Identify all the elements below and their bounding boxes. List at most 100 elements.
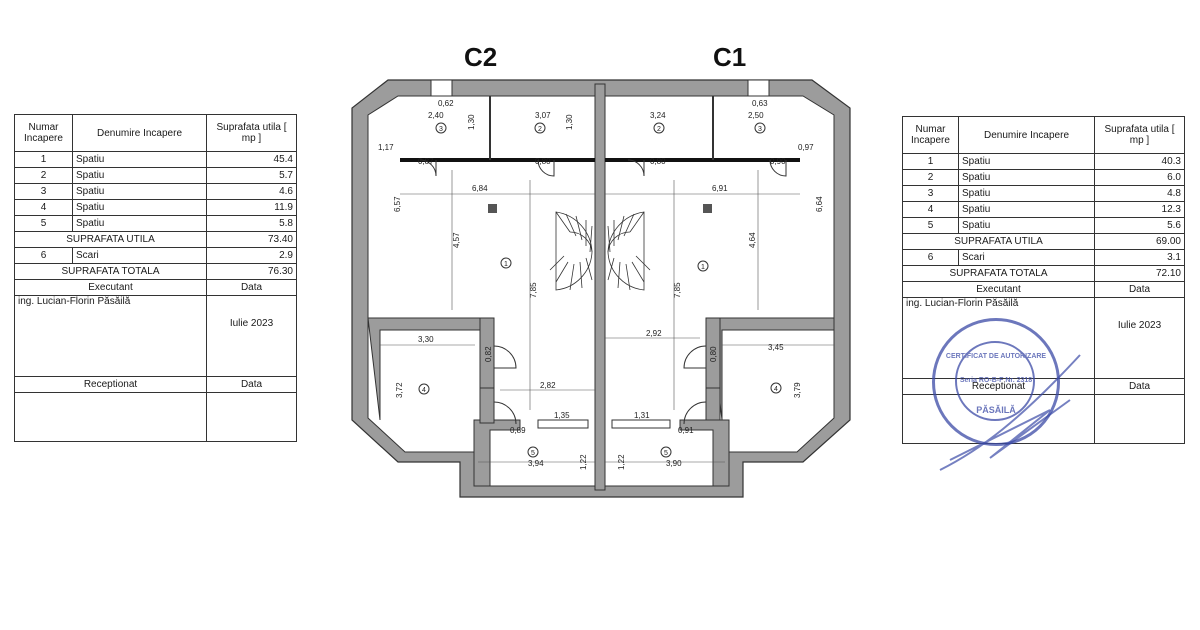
dim-label: 0,82 [484, 346, 493, 362]
spiral-stair-left [549, 211, 593, 291]
room-markers-right: 1 2 3 4 5 [653, 122, 782, 458]
dim-label: 3,94 [528, 459, 544, 468]
table-row: 4 Spatiu 11.9 [14, 199, 297, 216]
dim-label: 3,72 [395, 382, 404, 398]
door-arc [493, 345, 517, 369]
wall-hall-right [679, 419, 730, 487]
interior-floor-right [604, 95, 835, 487]
table-row: 3 Spatiu 4.8 [902, 185, 1185, 202]
header-room-area: Suprafata utila [ mp ] [1094, 116, 1185, 154]
room-marker: 4 [774, 386, 778, 393]
table-header-row: Numar Incapere Denumire Incapere Suprafa… [902, 116, 1185, 154]
dim-label: 0,80 [650, 157, 666, 166]
wall-lower-strip-right [705, 387, 721, 424]
authorization-stamp: CERTIFICAT DE AUTORIZARE Seria RO-B-F Nr… [932, 318, 1060, 446]
dimension-labels-left: 0,62 2,40 1,30 3,07 1,30 1,17 0,87 0,80 … [378, 99, 588, 470]
room-area: 40.3 [1094, 153, 1185, 170]
dim-label: 0,87 [418, 157, 434, 166]
window-bottom-right [611, 419, 671, 429]
dim-label: 0,89 [510, 426, 526, 435]
table-row: 1 Spatiu 45.4 [14, 151, 297, 168]
dimension-lines [380, 170, 834, 463]
dim-label: 7,85 [673, 282, 682, 298]
room-marker: 2 [657, 126, 661, 133]
dim-label: 6,57 [393, 196, 402, 212]
table-row: 2 Spatiu 6.0 [902, 169, 1185, 186]
stamp-inner-ring [955, 341, 1035, 421]
unit-label-c1: C1 [713, 42, 747, 72]
room-marker: 2 [538, 126, 542, 133]
dim-label: 0,80 [709, 346, 718, 362]
dim-label: 2,50 [748, 111, 764, 120]
dim-label: 6,64 [815, 196, 824, 212]
door-arc [683, 401, 707, 425]
dimension-labels-right: 0,63 2,50 3,24 0,97 0,80 0,90 6,91 6,64 … [617, 99, 824, 470]
spiral-stair-right [607, 211, 651, 291]
room-marker: 1 [504, 261, 508, 268]
dim-label: 1,30 [565, 114, 574, 130]
room-marker: 4 [422, 387, 426, 394]
dim-label: 2,92 [646, 329, 662, 338]
dim-label: 0,90 [770, 157, 786, 166]
dim-label: 1,31 [634, 411, 650, 420]
dim-label: 1,22 [579, 454, 588, 470]
dim-label: 6,91 [712, 184, 728, 193]
dim-label: 7,85 [529, 282, 538, 298]
door-arc [683, 345, 707, 369]
room-marker: 5 [664, 450, 668, 457]
room-markers-left: 1 2 3 4 5 [418, 122, 546, 458]
dim-label: 3,30 [418, 335, 434, 344]
dim-label: 1,22 [617, 454, 626, 470]
dim-label: 2,40 [428, 111, 444, 120]
dim-label: 6,84 [472, 184, 488, 193]
door-arc [493, 401, 517, 425]
window-top-left [430, 79, 453, 97]
table-header-row: Numar Incapere Denumire Incapere Suprafa… [14, 114, 297, 152]
wall-lower-strip-left [479, 387, 495, 424]
received-date [1094, 394, 1185, 444]
dim-label: 1,35 [554, 411, 570, 420]
party-wall [594, 83, 606, 491]
stamp-name-text: PĂSĂILĂ [976, 405, 1016, 415]
door-arc [537, 159, 555, 177]
room-marker: 1 [701, 264, 705, 271]
useful-area-row: SUPRAFATA UTILA 73.40 [14, 231, 297, 248]
unit-label-c2: C2 [464, 42, 498, 72]
header-room-number: Numar Incapere [902, 116, 959, 154]
dim-label: 1,17 [378, 143, 394, 152]
left-area-table: Numar Incapere Denumire Incapere Suprafa… [14, 114, 297, 442]
room-marker: 5 [531, 450, 535, 457]
door-arc [769, 159, 787, 177]
door-arc [627, 159, 645, 177]
room-marker: 3 [758, 126, 762, 133]
header-room-number: Numar Incapere [14, 114, 73, 152]
received-signature [14, 392, 207, 442]
date-value: Iulie 2023 [206, 295, 297, 377]
wall-hall-left [473, 419, 521, 487]
table-row: 2 Spatiu 5.7 [14, 167, 297, 184]
signature-scribble [939, 354, 1081, 471]
dim-label: 1,30 [467, 114, 476, 130]
header-room-name: Denumire Incapere [958, 116, 1095, 154]
window-top-right [747, 79, 770, 97]
dim-label: 0,62 [438, 99, 454, 108]
dim-label: 4,64 [748, 232, 757, 248]
dim-label: 0,63 [752, 99, 768, 108]
dim-label: 4,57 [452, 232, 461, 248]
column-right [703, 204, 712, 213]
stamp-top-text: CERTIFICAT DE AUTORIZARE [945, 353, 1047, 360]
door-arc [419, 159, 437, 177]
engineer-name: ing. Lucian-Florin Păsăilă [14, 295, 207, 377]
wall-room4-left [367, 317, 491, 421]
dim-label: 3,24 [650, 111, 666, 120]
dim-label: 3,79 [793, 382, 802, 398]
executant-row: ing. Lucian-Florin Păsăilă Iulie 2023 [14, 295, 297, 377]
room-marker: 3 [439, 126, 443, 133]
dim-label: 0,97 [798, 143, 814, 152]
dim-label: 3,90 [666, 459, 682, 468]
dim-label: 3,45 [768, 343, 784, 352]
window-bottom-left [537, 419, 589, 429]
column-left [488, 204, 497, 213]
date-value: Iulie 2023 [1094, 297, 1185, 379]
